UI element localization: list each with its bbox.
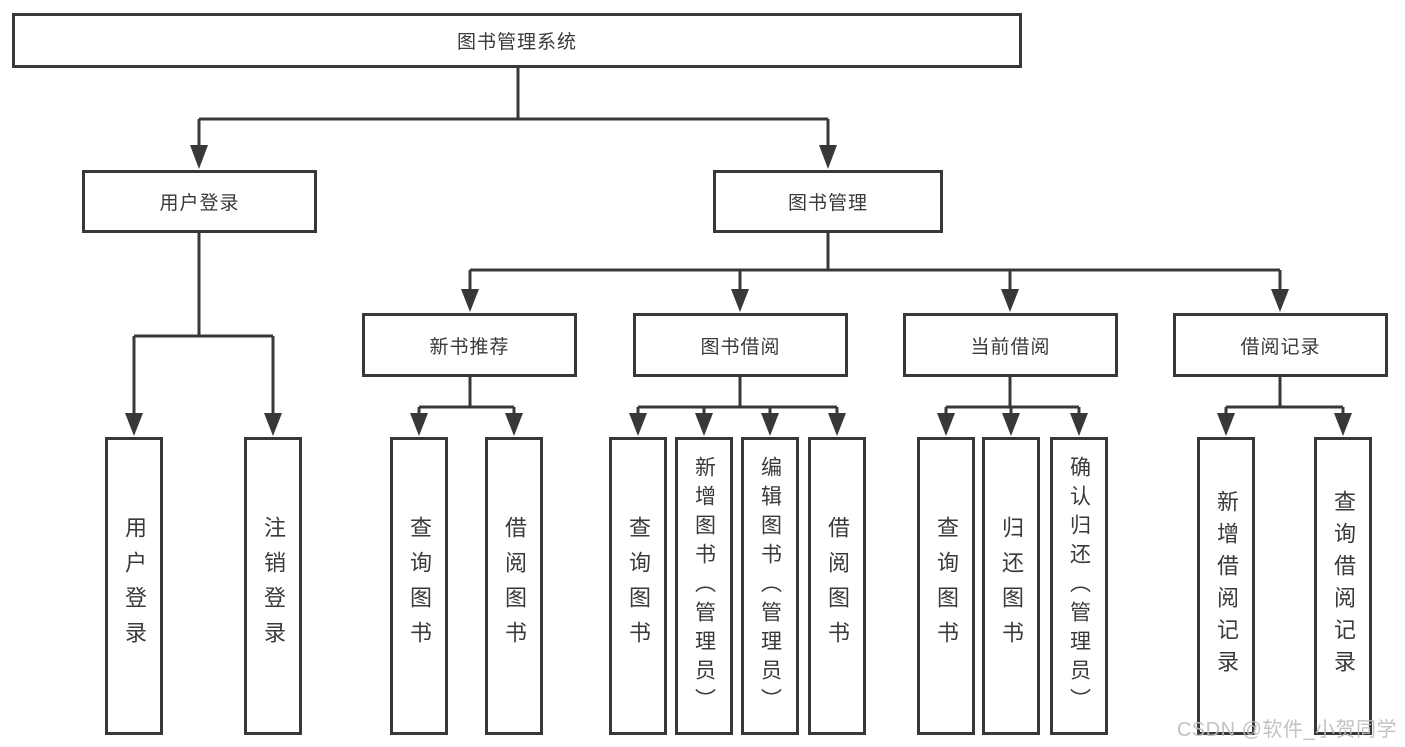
node-book-management: 图书管理 bbox=[713, 170, 943, 233]
arrowhead bbox=[937, 413, 955, 436]
leaf-label: 编辑图书（管理员） bbox=[758, 455, 782, 717]
csdn-watermark: CSDN @软件_小贺同学 bbox=[1176, 719, 1397, 741]
connector-book-management-to-children bbox=[468, 233, 1282, 290]
arrowhead bbox=[1001, 289, 1019, 312]
leaf-label: 确认归还（管理员） bbox=[1067, 455, 1091, 717]
node-label: 图书借阅 bbox=[700, 336, 781, 358]
leaf-return-books: 归还图书 bbox=[982, 437, 1040, 735]
leaf-user-login: 用户登录 bbox=[105, 437, 163, 735]
arrowhead bbox=[1271, 289, 1289, 312]
leaf-label: 借阅图书 bbox=[825, 516, 850, 656]
leaf-label: 查询图书 bbox=[934, 516, 959, 656]
node-label: 借阅记录 bbox=[1240, 336, 1321, 358]
arrowhead bbox=[761, 413, 779, 436]
connector-current-borrow-to-children bbox=[944, 377, 1081, 414]
leaf-label: 查询图书 bbox=[407, 516, 432, 656]
leaf-label: 查询图书 bbox=[626, 516, 651, 656]
arrowhead bbox=[1070, 413, 1088, 436]
connector-new-book-to-children bbox=[417, 377, 516, 414]
leaf-borrow-books-1: 借阅图书 bbox=[485, 437, 543, 735]
node-new-book-recommendation: 新书推荐 bbox=[362, 313, 577, 377]
arrowhead bbox=[190, 145, 208, 169]
leaf-query-books-2: 查询图书 bbox=[609, 437, 667, 735]
arrowhead bbox=[731, 289, 749, 312]
arrowhead bbox=[505, 413, 523, 436]
node-label: 当前借阅 bbox=[970, 336, 1051, 358]
leaf-label: 查询借阅记录 bbox=[1331, 490, 1356, 682]
leaf-label: 用户登录 bbox=[122, 516, 147, 656]
node-current-borrowing: 当前借阅 bbox=[903, 313, 1118, 377]
leaf-label: 借阅图书 bbox=[502, 516, 527, 656]
arrowhead bbox=[1217, 413, 1235, 436]
node-label: 新书推荐 bbox=[429, 336, 510, 358]
arrowhead bbox=[461, 289, 479, 312]
leaf-logout: 注销登录 bbox=[244, 437, 302, 735]
arrowhead bbox=[1002, 413, 1020, 436]
arrowhead bbox=[629, 413, 647, 436]
node-label: 用户登录 bbox=[159, 193, 240, 214]
leaf-query-books-3: 查询图书 bbox=[917, 437, 975, 735]
leaf-query-books-1: 查询图书 bbox=[390, 437, 448, 735]
leaf-query-borrow-record: 查询借阅记录 bbox=[1314, 437, 1372, 735]
arrowhead bbox=[125, 413, 143, 436]
node-user-login: 用户登录 bbox=[82, 170, 317, 233]
node-library-management-system: 图书管理系统 bbox=[12, 13, 1022, 68]
leaf-add-books-admin: 新增图书（管理员） bbox=[675, 437, 733, 735]
leaf-edit-books-admin: 编辑图书（管理员） bbox=[741, 437, 799, 735]
leaf-add-borrow-record: 新增借阅记录 bbox=[1197, 437, 1255, 735]
leaf-label: 新增图书（管理员） bbox=[692, 455, 716, 717]
leaf-confirm-return-admin: 确认归还（管理员） bbox=[1050, 437, 1108, 735]
connector-user-login-to-children bbox=[132, 233, 275, 414]
arrowhead bbox=[819, 145, 837, 169]
node-book-borrowing: 图书借阅 bbox=[633, 313, 848, 377]
arrowhead bbox=[1334, 413, 1352, 436]
connector-borrow-records-to-children bbox=[1224, 377, 1345, 414]
connector-root-to-level2 bbox=[197, 68, 830, 146]
arrowhead bbox=[410, 413, 428, 436]
leaf-label: 新增借阅记录 bbox=[1214, 490, 1239, 682]
arrowhead bbox=[264, 413, 282, 436]
leaf-borrow-books-2: 借阅图书 bbox=[808, 437, 866, 735]
arrowhead bbox=[695, 413, 713, 436]
node-borrowing-records: 借阅记录 bbox=[1173, 313, 1388, 377]
node-label: 图书管理 bbox=[787, 193, 868, 214]
leaf-label: 归还图书 bbox=[999, 516, 1024, 656]
arrowheads bbox=[125, 145, 1352, 436]
arrowhead bbox=[828, 413, 846, 436]
connector-book-borrow-to-children bbox=[636, 377, 839, 414]
node-label: 图书管理系统 bbox=[456, 32, 577, 53]
leaf-label: 注销登录 bbox=[261, 516, 286, 656]
